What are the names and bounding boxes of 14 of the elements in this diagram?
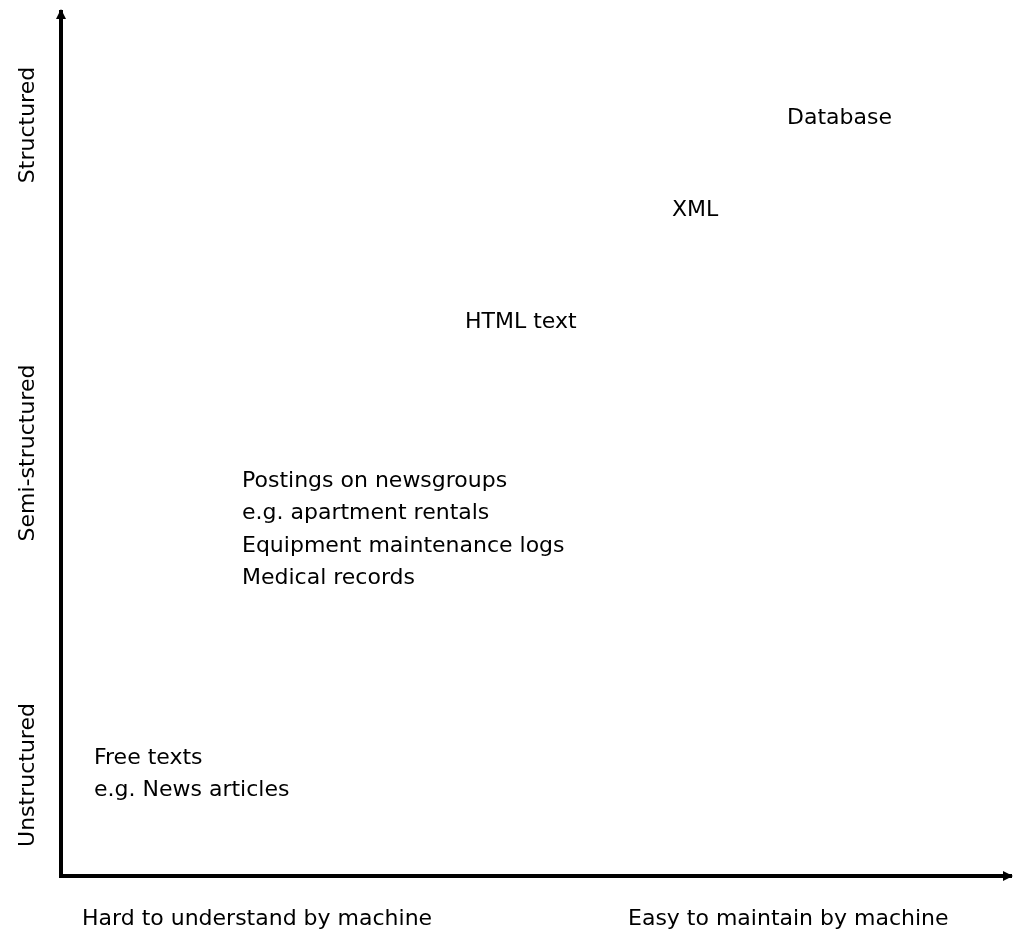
axis-label: Semi-structured — [14, 364, 40, 542]
axis-label: Unstructured — [14, 703, 40, 847]
data-type-label: Equipment maintenance logs — [242, 532, 565, 558]
axis-label: Hard to understand by machine — [82, 905, 433, 931]
axis-label: Easy to maintain by machine — [628, 905, 949, 931]
example-label: e.g. News articles — [94, 776, 290, 802]
data-type-label: Free texts — [94, 744, 203, 770]
data-type-label: Postings on newsgroups — [242, 467, 508, 493]
data-type-label: Medical records — [242, 564, 415, 590]
data-type-label: Database — [787, 104, 892, 130]
data-type-label: HTML text — [465, 308, 577, 334]
axis-label: Structured — [14, 66, 40, 184]
example-label: e.g. apartment rentals — [242, 499, 490, 525]
data-type-label: XML — [672, 196, 719, 222]
